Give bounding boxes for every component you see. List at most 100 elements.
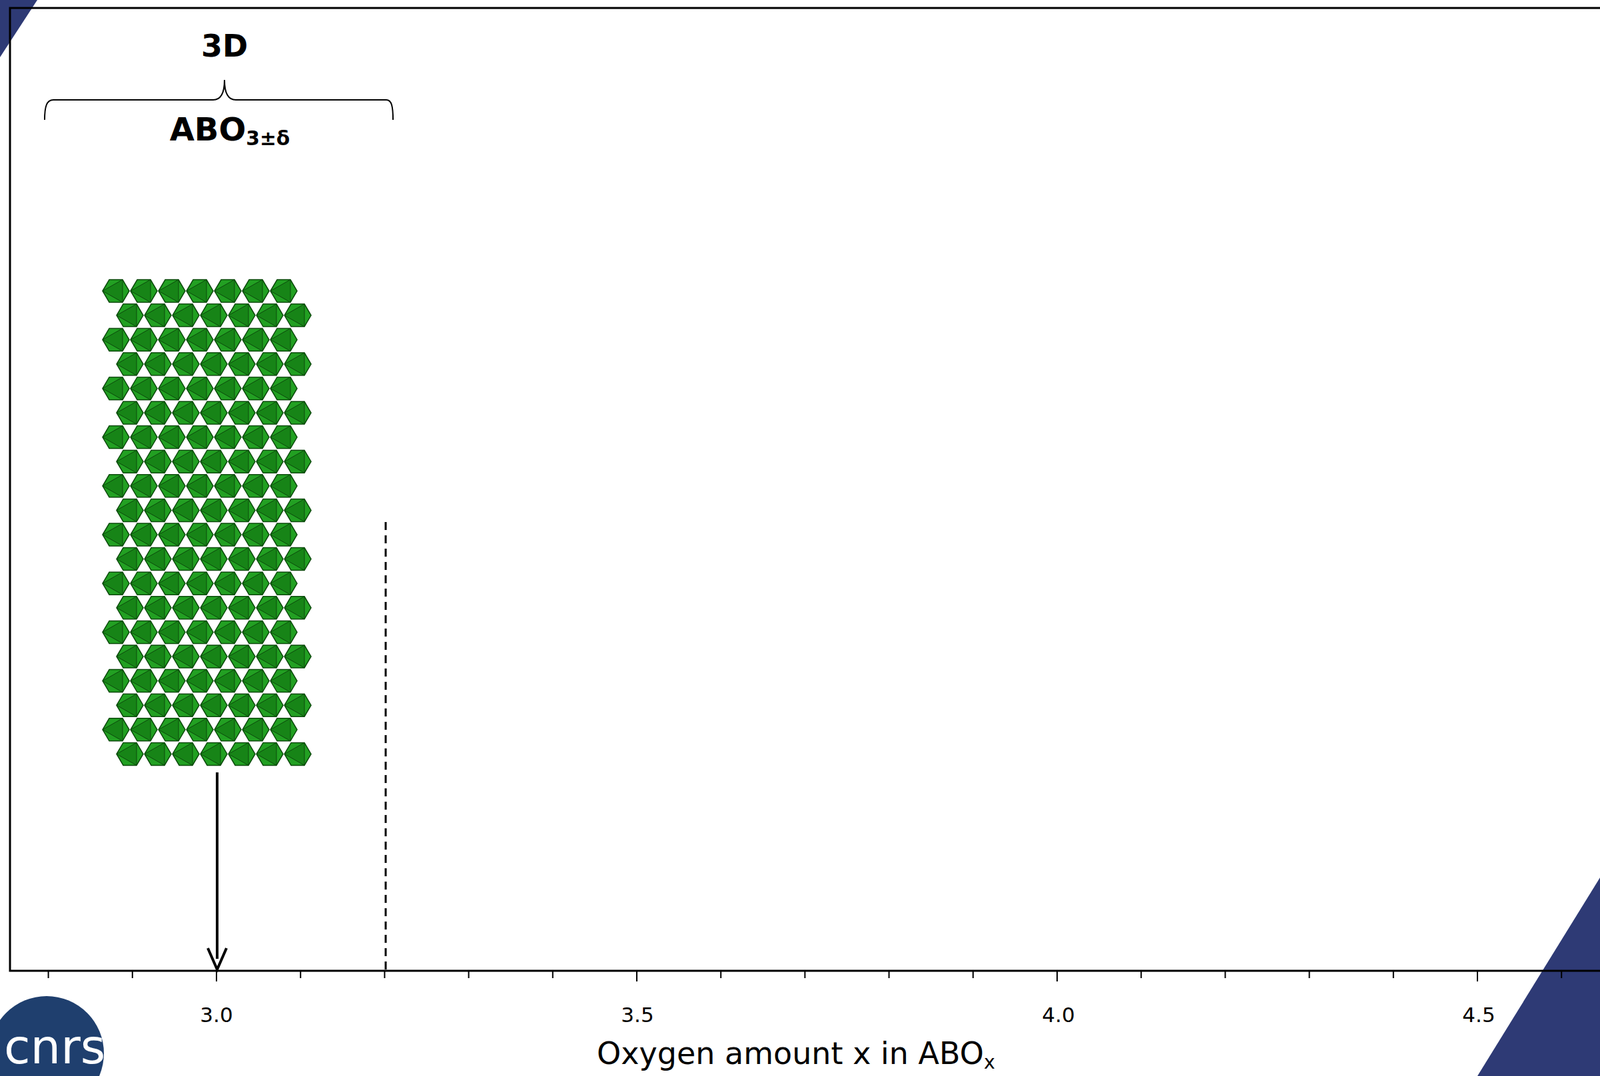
octahedron — [284, 304, 312, 328]
octahedron — [200, 694, 228, 717]
logo-text: cnrs — [3, 1021, 106, 1074]
octahedron-facet — [284, 450, 305, 473]
octahedron — [242, 523, 270, 547]
octahedron — [102, 620, 130, 644]
octahedron-facet — [158, 279, 179, 303]
octahedron-facet — [172, 401, 193, 425]
tick-mark — [383, 971, 386, 979]
octahedron — [256, 742, 284, 766]
octahedron-facet — [228, 304, 249, 328]
octahedron — [144, 401, 172, 425]
octahedron-facet — [242, 523, 263, 547]
dashed-boundary — [385, 522, 388, 970]
octahedron-facet — [228, 548, 249, 571]
octahedron — [116, 401, 144, 425]
arrow-head — [207, 948, 227, 970]
octahedron-facet — [116, 353, 137, 376]
octahedron-facet — [130, 523, 151, 547]
octahedron-facet — [186, 718, 207, 742]
tick-mark — [299, 971, 302, 979]
octahedron-facet — [200, 742, 221, 766]
octahedra-illustration — [102, 279, 312, 766]
octahedron — [214, 377, 242, 400]
octahedron-facet — [130, 377, 151, 400]
octahedron-facet — [116, 645, 137, 669]
octahedron-facet — [242, 377, 263, 400]
octahedron-facet — [214, 279, 235, 303]
octahedron — [144, 645, 172, 669]
octahedron — [144, 450, 172, 473]
axis-ticks — [48, 971, 1563, 982]
octahedron — [116, 450, 144, 473]
octahedron — [130, 572, 158, 595]
octahedron — [270, 670, 298, 693]
octahedron-facet — [214, 670, 235, 693]
octahedron-facet — [102, 523, 123, 547]
octahedron — [214, 328, 242, 352]
octahedron — [130, 620, 158, 644]
octahedron-facet — [270, 620, 291, 644]
tick-label: 4.0 — [1041, 1003, 1075, 1027]
tick-mark — [636, 971, 638, 982]
octahedron — [228, 304, 256, 328]
octahedron — [228, 353, 256, 376]
octahedron-facet — [116, 304, 137, 328]
octahedron-facet — [102, 474, 123, 498]
octahedron — [256, 645, 284, 669]
octahedron — [270, 279, 298, 303]
octahedron-facet — [186, 279, 207, 303]
octahedron — [214, 718, 242, 742]
octahedron-facet — [214, 523, 235, 547]
octahedron — [102, 572, 130, 595]
octahedron — [214, 426, 242, 449]
octahedron-facet — [158, 620, 179, 644]
octahedron-facet — [270, 474, 291, 498]
octahedron-facet — [200, 450, 221, 473]
octahedron — [200, 596, 228, 620]
octahedron-facet — [256, 645, 277, 669]
octahedron — [172, 353, 200, 376]
octahedron — [186, 670, 214, 693]
octahedron — [214, 670, 242, 693]
octahedron — [144, 596, 172, 620]
octahedron-facet — [102, 377, 123, 400]
octahedron-facet — [144, 401, 165, 425]
octahedron-facet — [130, 474, 151, 498]
octahedron — [242, 670, 270, 693]
tick-mark — [1560, 971, 1563, 979]
octahedron — [172, 596, 200, 620]
octahedron-facet — [242, 328, 263, 352]
octahedron-facet — [284, 742, 305, 766]
tick-mark — [720, 971, 722, 979]
octahedron-facet — [172, 498, 193, 522]
plot-frame — [9, 7, 1600, 972]
octahedron-facet — [116, 742, 137, 766]
octahedron-facet — [186, 523, 207, 547]
octahedron — [130, 670, 158, 693]
octahedron — [228, 645, 256, 669]
octahedron-facet — [186, 426, 207, 449]
octahedron — [284, 742, 312, 766]
octahedron-facet — [214, 572, 235, 595]
octahedron-facet — [186, 474, 207, 498]
octahedron-facet — [256, 742, 277, 766]
octahedron-facet — [144, 304, 165, 328]
tick-mark — [803, 971, 806, 979]
octahedron — [242, 279, 270, 303]
octahedron — [256, 498, 284, 522]
octahedron — [186, 279, 214, 303]
octahedron-facet — [242, 670, 263, 693]
octahedron-facet — [130, 279, 151, 303]
octahedron-facet — [214, 620, 235, 644]
tick-label: 4.5 — [1462, 1003, 1495, 1027]
octahedron-facet — [214, 474, 235, 498]
octahedron — [116, 353, 144, 376]
octahedron — [200, 742, 228, 766]
octahedron — [144, 548, 172, 571]
octahedron — [144, 353, 172, 376]
octahedron — [130, 279, 158, 303]
octahedron — [228, 742, 256, 766]
octahedron-facet — [228, 596, 249, 620]
octahedron-facet — [172, 304, 193, 328]
octahedron — [116, 548, 144, 571]
